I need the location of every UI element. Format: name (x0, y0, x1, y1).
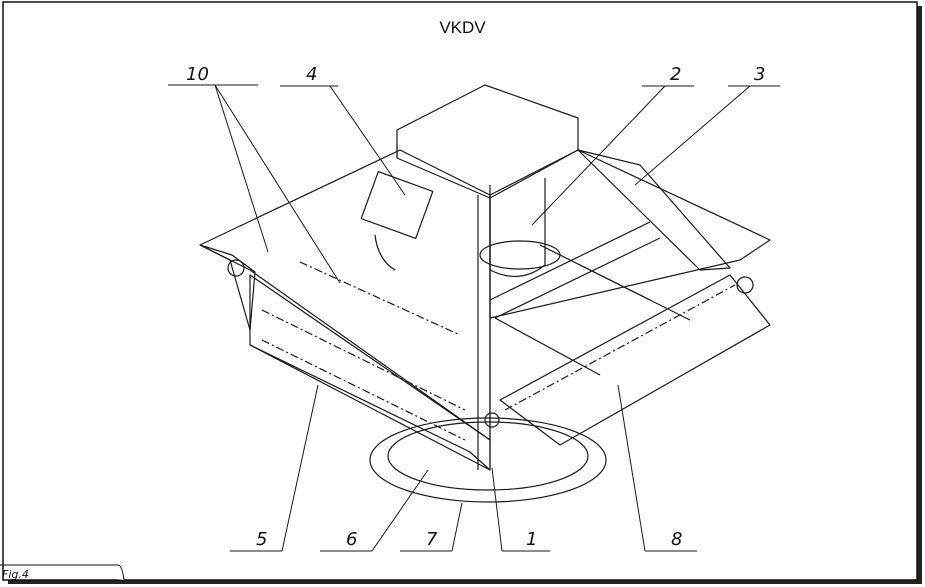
junction-box (360, 170, 434, 240)
callout-10: 10 (186, 64, 209, 85)
callout-8: 8 (671, 529, 683, 550)
callout-1: 1 (526, 529, 538, 550)
corner-column (477, 195, 491, 470)
left-wall-lower (249, 344, 491, 471)
drawing-frame (2, 1, 918, 581)
left-visor (199, 244, 256, 331)
callout-5: 5 (256, 529, 268, 550)
callout-4: 4 (306, 64, 318, 85)
right-flap (499, 274, 771, 446)
callout-6: 6 (346, 529, 358, 550)
callout-2: 2 (670, 64, 682, 85)
figure-tab (0, 564, 125, 581)
callout-7: 7 (426, 529, 438, 550)
right-visor (577, 149, 731, 271)
ventilator-drawing (199, 84, 771, 503)
figure-label: Fig.4 (2, 568, 29, 581)
leaders (168, 84, 780, 552)
bottom-flange-inner (387, 421, 589, 491)
diagram-title: VKDV (439, 18, 486, 37)
bottom-flange (369, 417, 607, 503)
callout-3: 3 (754, 64, 766, 85)
